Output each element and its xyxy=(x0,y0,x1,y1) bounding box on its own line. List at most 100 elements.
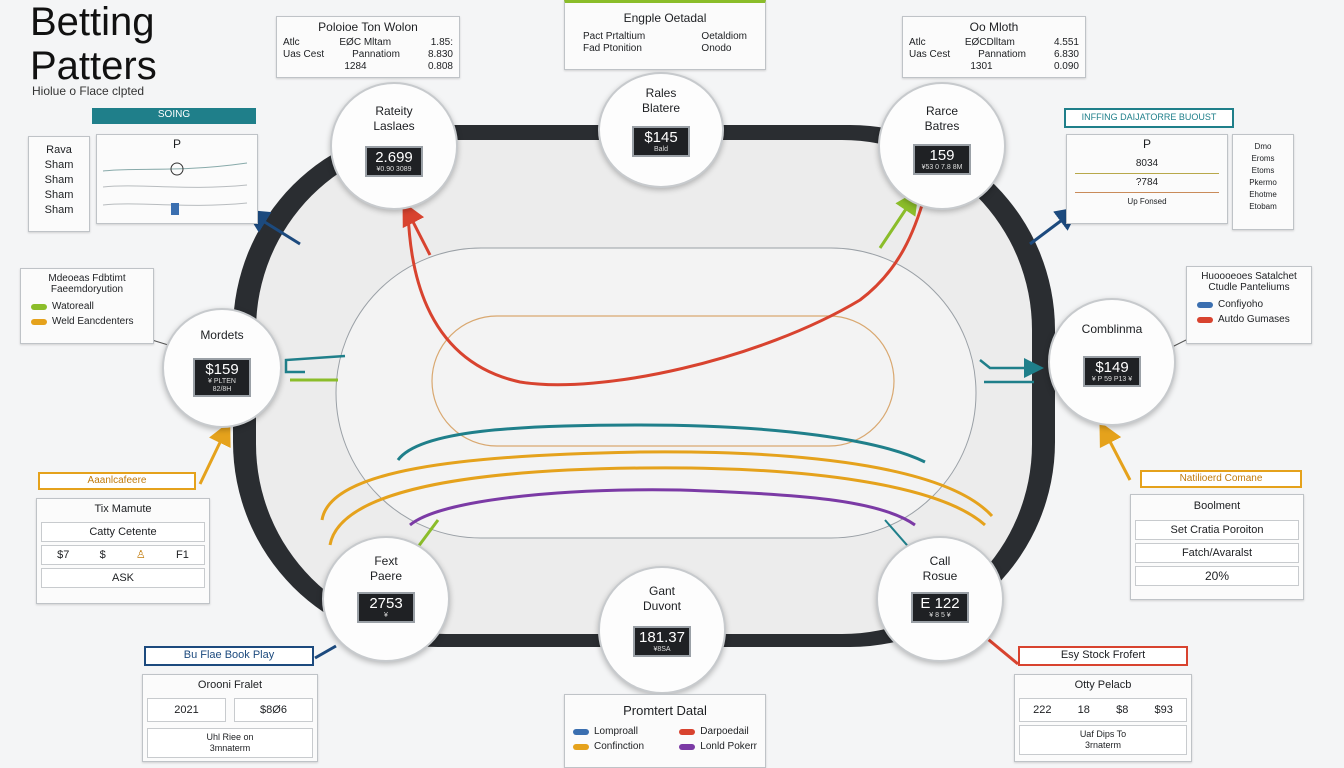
box-title: Oo Mloth xyxy=(969,20,1019,34)
seat-right[interactable]: Comblinma $149¥ P 59 P13 ¥ xyxy=(1048,298,1176,426)
legend-item: Watoreall xyxy=(31,301,143,312)
table-row: 1301 0.090 xyxy=(909,61,1079,73)
cell: 1284 xyxy=(344,61,367,72)
chip-subtext: ¥53 0 7.8 8M xyxy=(921,164,963,171)
cell: 1.85: xyxy=(430,37,453,48)
legend-label: Confiyoho xyxy=(1218,299,1264,310)
legend-label: Lonld Pokerr xyxy=(700,741,757,752)
panel-row: Set Cratia Poroiton xyxy=(1135,520,1299,540)
legend-label: Lomproall xyxy=(594,726,638,737)
cell: 18 xyxy=(1077,704,1090,716)
box-title: Huoooeoes Satalchet Ctudle Panteliums xyxy=(1201,271,1297,293)
seat-bottom-right[interactable]: Call Rosue E 122¥ 8 5 ¥ xyxy=(876,536,1004,662)
list-item: Eroms xyxy=(1251,154,1275,163)
right-chart-panel: P 8034 ?784 Up Fonsed xyxy=(1066,134,1228,224)
panel-row: 222 18 $8 $93 xyxy=(1019,698,1187,722)
table-inner-line xyxy=(335,247,977,539)
right-mid-legend-box: Huoooeoes Satalchet Ctudle Panteliums Co… xyxy=(1186,266,1312,344)
chip-amount: 159 xyxy=(929,147,955,164)
left-section-banner: SOING xyxy=(92,108,256,124)
cell: Pannatiom xyxy=(352,49,400,60)
chip-subtext: ¥ xyxy=(384,612,388,619)
seat-label-line: Rosue xyxy=(922,569,958,583)
list-item: Pkermo xyxy=(1249,178,1277,187)
footer-line: Uaf Dips To xyxy=(1079,729,1127,739)
orange-arrow-right xyxy=(1099,421,1132,481)
red-arrow-top-left xyxy=(402,201,432,256)
left-orange-banner: Aaanlcafeere xyxy=(38,472,196,490)
page-title: Betting Patters xyxy=(30,0,157,88)
panel-value: 8034 xyxy=(1075,155,1219,174)
cell: 0.808 xyxy=(427,61,453,72)
box-title: Poloioe Ton Wolon xyxy=(318,20,418,34)
left-mid-legend-box: Mdeoeas Fdbtimt Faeemdoryution Watoreall… xyxy=(20,268,154,344)
seat-left[interactable]: Mordets $159¥ PLTEN 82/8H xyxy=(162,308,282,428)
chip-amount: $149 xyxy=(1095,359,1129,376)
title-line-1: Betting xyxy=(30,0,155,44)
orange-flow-line-2 xyxy=(328,466,986,546)
page-subtitle: Hiolue o Flace clpted xyxy=(32,84,145,98)
cell: 4.551 xyxy=(1053,37,1079,48)
panel-row: $7 $ ♙ F1 xyxy=(41,545,205,565)
chip-subtext: ¥ PLTEN 82/8H xyxy=(208,378,236,393)
cell: 0.090 xyxy=(1053,61,1079,72)
cell: 6.830 xyxy=(1053,49,1079,60)
panel-row: Boolment xyxy=(1193,500,1241,512)
seat-label: Rarce Batres xyxy=(880,104,1004,134)
chip-subtext: Bald xyxy=(653,146,668,153)
legend-label: Confinction xyxy=(594,741,645,752)
box-item: Onodo xyxy=(701,43,732,54)
cell: $93 xyxy=(1154,704,1173,716)
legend-label: Autdo Gumases xyxy=(1218,314,1290,325)
bottom-right-banner: Esy Stock Frofert xyxy=(1018,646,1188,666)
legend-swatch xyxy=(31,303,47,310)
seat-label-line: Call xyxy=(929,554,951,568)
list-item: Sham xyxy=(44,159,74,171)
cell: 2021 xyxy=(147,698,226,722)
cell: F1 xyxy=(176,549,189,561)
cell: 1301 xyxy=(970,61,993,72)
legend-swatch xyxy=(1197,301,1213,308)
panel-row: Fatch/Avaralst xyxy=(1135,543,1299,563)
chip-stack: 2753¥ xyxy=(357,592,415,623)
seat-label-line: Rateity xyxy=(375,104,413,118)
list-item: Rava xyxy=(46,144,72,156)
panel-header: P xyxy=(172,137,181,151)
seat-bottom-center[interactable]: Gant Duvont 181.37¥8SA xyxy=(598,566,726,694)
legend-swatch xyxy=(31,318,47,325)
panel-value: ?784 xyxy=(1075,174,1219,193)
navy-arrow-bottom-left xyxy=(314,644,337,660)
legend-item: Confinction xyxy=(573,741,644,752)
seat-label-line: Mordets xyxy=(200,328,244,342)
chip-subtext: ¥ 8 5 ¥ xyxy=(929,612,951,619)
chip-subtext: ¥ P 59 P13 ¥ xyxy=(1091,376,1133,383)
legend-label: Weld Eancdenters xyxy=(52,316,134,327)
title-line-2: Patters xyxy=(30,44,157,88)
seat-top-left[interactable]: Rateity Laslaes 2.699¥0.90 3089 xyxy=(330,82,458,210)
cell: $ xyxy=(99,549,106,561)
seat-bottom-left[interactable]: Fext Paere 2753¥ xyxy=(322,536,450,662)
list-item: Etoms xyxy=(1251,166,1275,175)
seat-label: Rateity Laslaes xyxy=(332,104,456,134)
seat-top-right[interactable]: Rarce Batres 159¥53 0 7.8 8M xyxy=(878,82,1006,210)
purple-flow-line xyxy=(409,488,916,527)
left-chart-panel: P xyxy=(96,134,258,224)
teal-arrow-right xyxy=(979,358,1044,378)
seat-label-line: Comblinma xyxy=(1081,322,1143,336)
list-item: Sham xyxy=(44,174,74,186)
footer-line: 3mnaterm xyxy=(209,743,251,753)
list-item: Etobam xyxy=(1249,202,1277,211)
right-orange-panel: Boolment Set Cratia Poroiton Fatch/Avara… xyxy=(1130,494,1304,600)
bottom-right-panel: Otty Pelacb 222 18 $8 $93 Uaf Dips To 3r… xyxy=(1014,674,1192,762)
right-orange-banner: Natilioerd Comane xyxy=(1140,470,1302,488)
cell: Atlc xyxy=(283,37,300,48)
panel-footer: Uhl Riee on 3mnaterm xyxy=(147,728,313,758)
